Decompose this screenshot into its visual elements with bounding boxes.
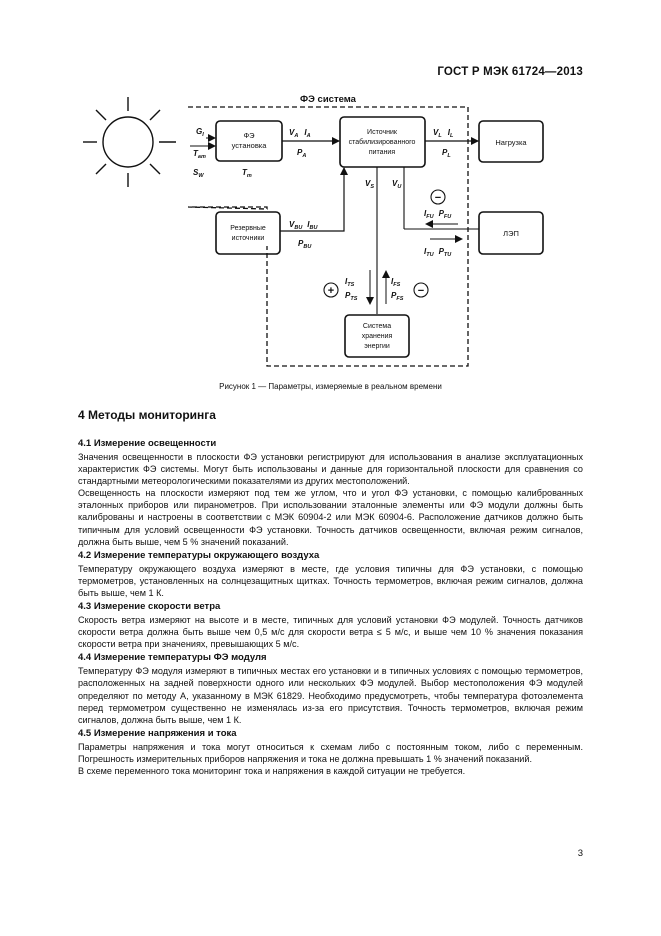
pv-array-label-1: ФЭ [243, 131, 255, 140]
paragraph-4-1-1: Значения освещенности в плоскости ФЭ уст… [78, 452, 583, 487]
ambient-temp-label: Tam [193, 149, 206, 160]
backup-sources-box [215, 211, 281, 255]
grid-voltage-label: VU [392, 179, 402, 190]
document-header: ГОСТ Р МЭК 61724—2013 [437, 66, 583, 78]
storage-voltage-label: VS [365, 179, 374, 190]
paragraph-4-3-1: Скорость ветра измеряют на высоте и в ме… [78, 615, 583, 650]
grid-minus-sign [430, 189, 446, 205]
subsection-title-4-4: 4.4 Измерение температуры ФЭ модуля [78, 652, 267, 664]
storage-minus-text: − [418, 285, 424, 297]
load-p-label: PL [442, 148, 451, 159]
storage-minus-sign [413, 282, 429, 298]
subsection-title-4-1: 4.1 Измерение освещенности [78, 438, 217, 449]
module-temp-label: Tm [242, 168, 252, 179]
pv-output-p-label: PA [297, 148, 306, 159]
subsection-title-4-3: 4.3 Измерение скорости ветра [78, 601, 221, 613]
storage-plus-sign [323, 282, 339, 298]
backup-p-label: PBU [298, 239, 312, 250]
storage-label-2: хранения [362, 333, 393, 340]
grid-label: ЛЭП [503, 229, 519, 238]
paragraph-4-1-2: Освещенность на плоскости измеряют под т… [78, 488, 583, 547]
main-text: 4 Методы мониторинга 4.1 Измерение освещ… [78, 404, 583, 777]
grid-minus-text: − [435, 192, 441, 204]
storage-label-3: энергии [364, 343, 390, 350]
storage-plus-text: + [328, 285, 334, 297]
page-number: 3 [577, 848, 583, 859]
paragraph-4-5-2: В схеме переменного тока мониторинг тока… [78, 765, 466, 776]
paragraph-4-5-1: Параметры напряжения и тока могут относи… [78, 741, 583, 764]
subsection-title-4-2: 4.2 Измерение температуры окружающего во… [78, 549, 320, 561]
sun-icon [83, 97, 176, 187]
grid-box [478, 211, 544, 255]
storage-to-p-label: PTS [345, 291, 358, 302]
section-title: 4 Методы мониторинга [78, 408, 216, 422]
backup-label-2: источники [232, 235, 265, 242]
load-label: Нагрузка [495, 138, 527, 147]
power-conditioner-label-2: стабилизированного [349, 138, 416, 146]
paragraph-4-4-1: Температуру ФЭ модуля измеряют в типичны… [78, 666, 583, 725]
pv-system-label: ФЭ система [300, 94, 357, 105]
storage-label-1: Система [363, 323, 391, 330]
pv-system-boundary [187, 106, 469, 367]
irradiance-label: GI [196, 127, 204, 138]
power-conditioner-label-3: питания [369, 149, 395, 156]
storage-to-i-label: ITS [345, 277, 355, 288]
load-box [478, 120, 544, 163]
backup-label-1: Резервные [230, 225, 266, 232]
power-conditioner-box [339, 116, 426, 168]
figure-caption: Рисунок 1 — Параметры, измеряемые в реал… [219, 382, 442, 391]
pv-array-label-2: установка [232, 141, 268, 150]
storage-from-p-label: PFS [391, 291, 404, 302]
paragraph-4-2-1: Температуру окружающего воздуха измеряют… [78, 563, 583, 598]
energy-storage-box [344, 314, 410, 358]
storage-from-i-label: IFS [391, 277, 401, 288]
subsection-title-4-5: 4.5 Измерение напряжения и тока [78, 727, 237, 739]
wind-speed-label: SW [193, 168, 204, 179]
power-conditioner-label-1: Источник [367, 129, 398, 136]
